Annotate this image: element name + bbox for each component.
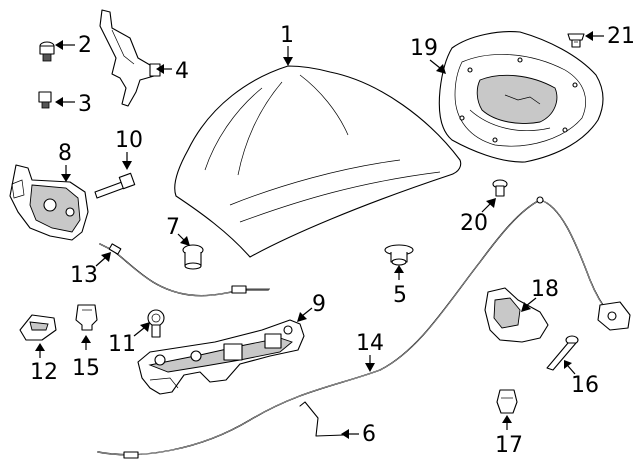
release-handle-12 (19, 314, 57, 341)
callout-3: 3 (55, 92, 92, 117)
svg-text:2: 2 (78, 33, 92, 58)
callout-9: 9 (297, 292, 326, 322)
release-cable-13 (99, 243, 270, 297)
svg-text:4: 4 (175, 59, 189, 84)
svg-text:10: 10 (115, 128, 143, 153)
prop-rod-6 (299, 401, 345, 437)
bumper-stop-2 (39, 41, 55, 62)
svg-text:20: 20 (460, 211, 488, 236)
callout-1: 1 (280, 23, 294, 66)
callout-16: 16 (564, 360, 599, 398)
svg-text:7: 7 (166, 215, 180, 240)
callout-13: 13 (70, 252, 111, 288)
latch-bracket-4 (99, 9, 161, 107)
clip-15 (75, 304, 98, 331)
svg-text:19: 19 (410, 36, 438, 61)
svg-text:12: 12 (30, 360, 58, 385)
svg-text:17: 17 (495, 433, 523, 458)
callout-21: 21 (585, 24, 635, 49)
callout-15: 15 (72, 335, 100, 381)
callout-19: 19 (410, 36, 446, 74)
bolt-10 (94, 172, 136, 199)
svg-text:8: 8 (58, 141, 72, 166)
bolt-11 (147, 309, 165, 338)
callout-14: 14 (356, 331, 384, 372)
bumper-7 (182, 244, 204, 270)
bolt-16 (546, 335, 579, 371)
insulator-pad-18 (484, 287, 549, 343)
svg-text:13: 13 (70, 263, 98, 288)
callout-2: 2 (55, 33, 92, 58)
svg-text:9: 9 (312, 292, 326, 317)
svg-text:5: 5 (393, 283, 407, 308)
callout-7: 7 (166, 215, 190, 246)
svg-text:21: 21 (607, 24, 635, 49)
callout-18: 18 (521, 277, 559, 312)
svg-text:6: 6 (362, 422, 376, 447)
hood-latch-8 (9, 164, 89, 241)
callout-20: 20 (460, 198, 496, 236)
svg-text:16: 16 (571, 373, 599, 398)
callout-5: 5 (393, 265, 407, 308)
callout-6: 6 (341, 422, 376, 447)
clip-3 (38, 91, 52, 109)
callout-8: 8 (58, 141, 72, 182)
svg-text:1: 1 (280, 23, 294, 48)
release-cable-14 (97, 196, 631, 459)
hood-inner-panel (438, 31, 604, 163)
svg-text:14: 14 (356, 331, 384, 356)
callout-11: 11 (108, 322, 150, 357)
hood-panel (174, 65, 462, 258)
svg-text:15: 15 (72, 356, 100, 381)
hinge-9 (137, 319, 305, 395)
svg-text:3: 3 (78, 92, 92, 117)
callout-10: 10 (115, 128, 143, 170)
clip-17 (496, 389, 518, 414)
clip-20 (492, 179, 508, 197)
callout-4: 4 (156, 59, 189, 84)
svg-text:11: 11 (108, 332, 136, 357)
callout-12: 12 (30, 343, 58, 385)
plug-5 (384, 244, 414, 266)
callout-17: 17 (495, 415, 523, 458)
clip-21 (567, 33, 585, 48)
